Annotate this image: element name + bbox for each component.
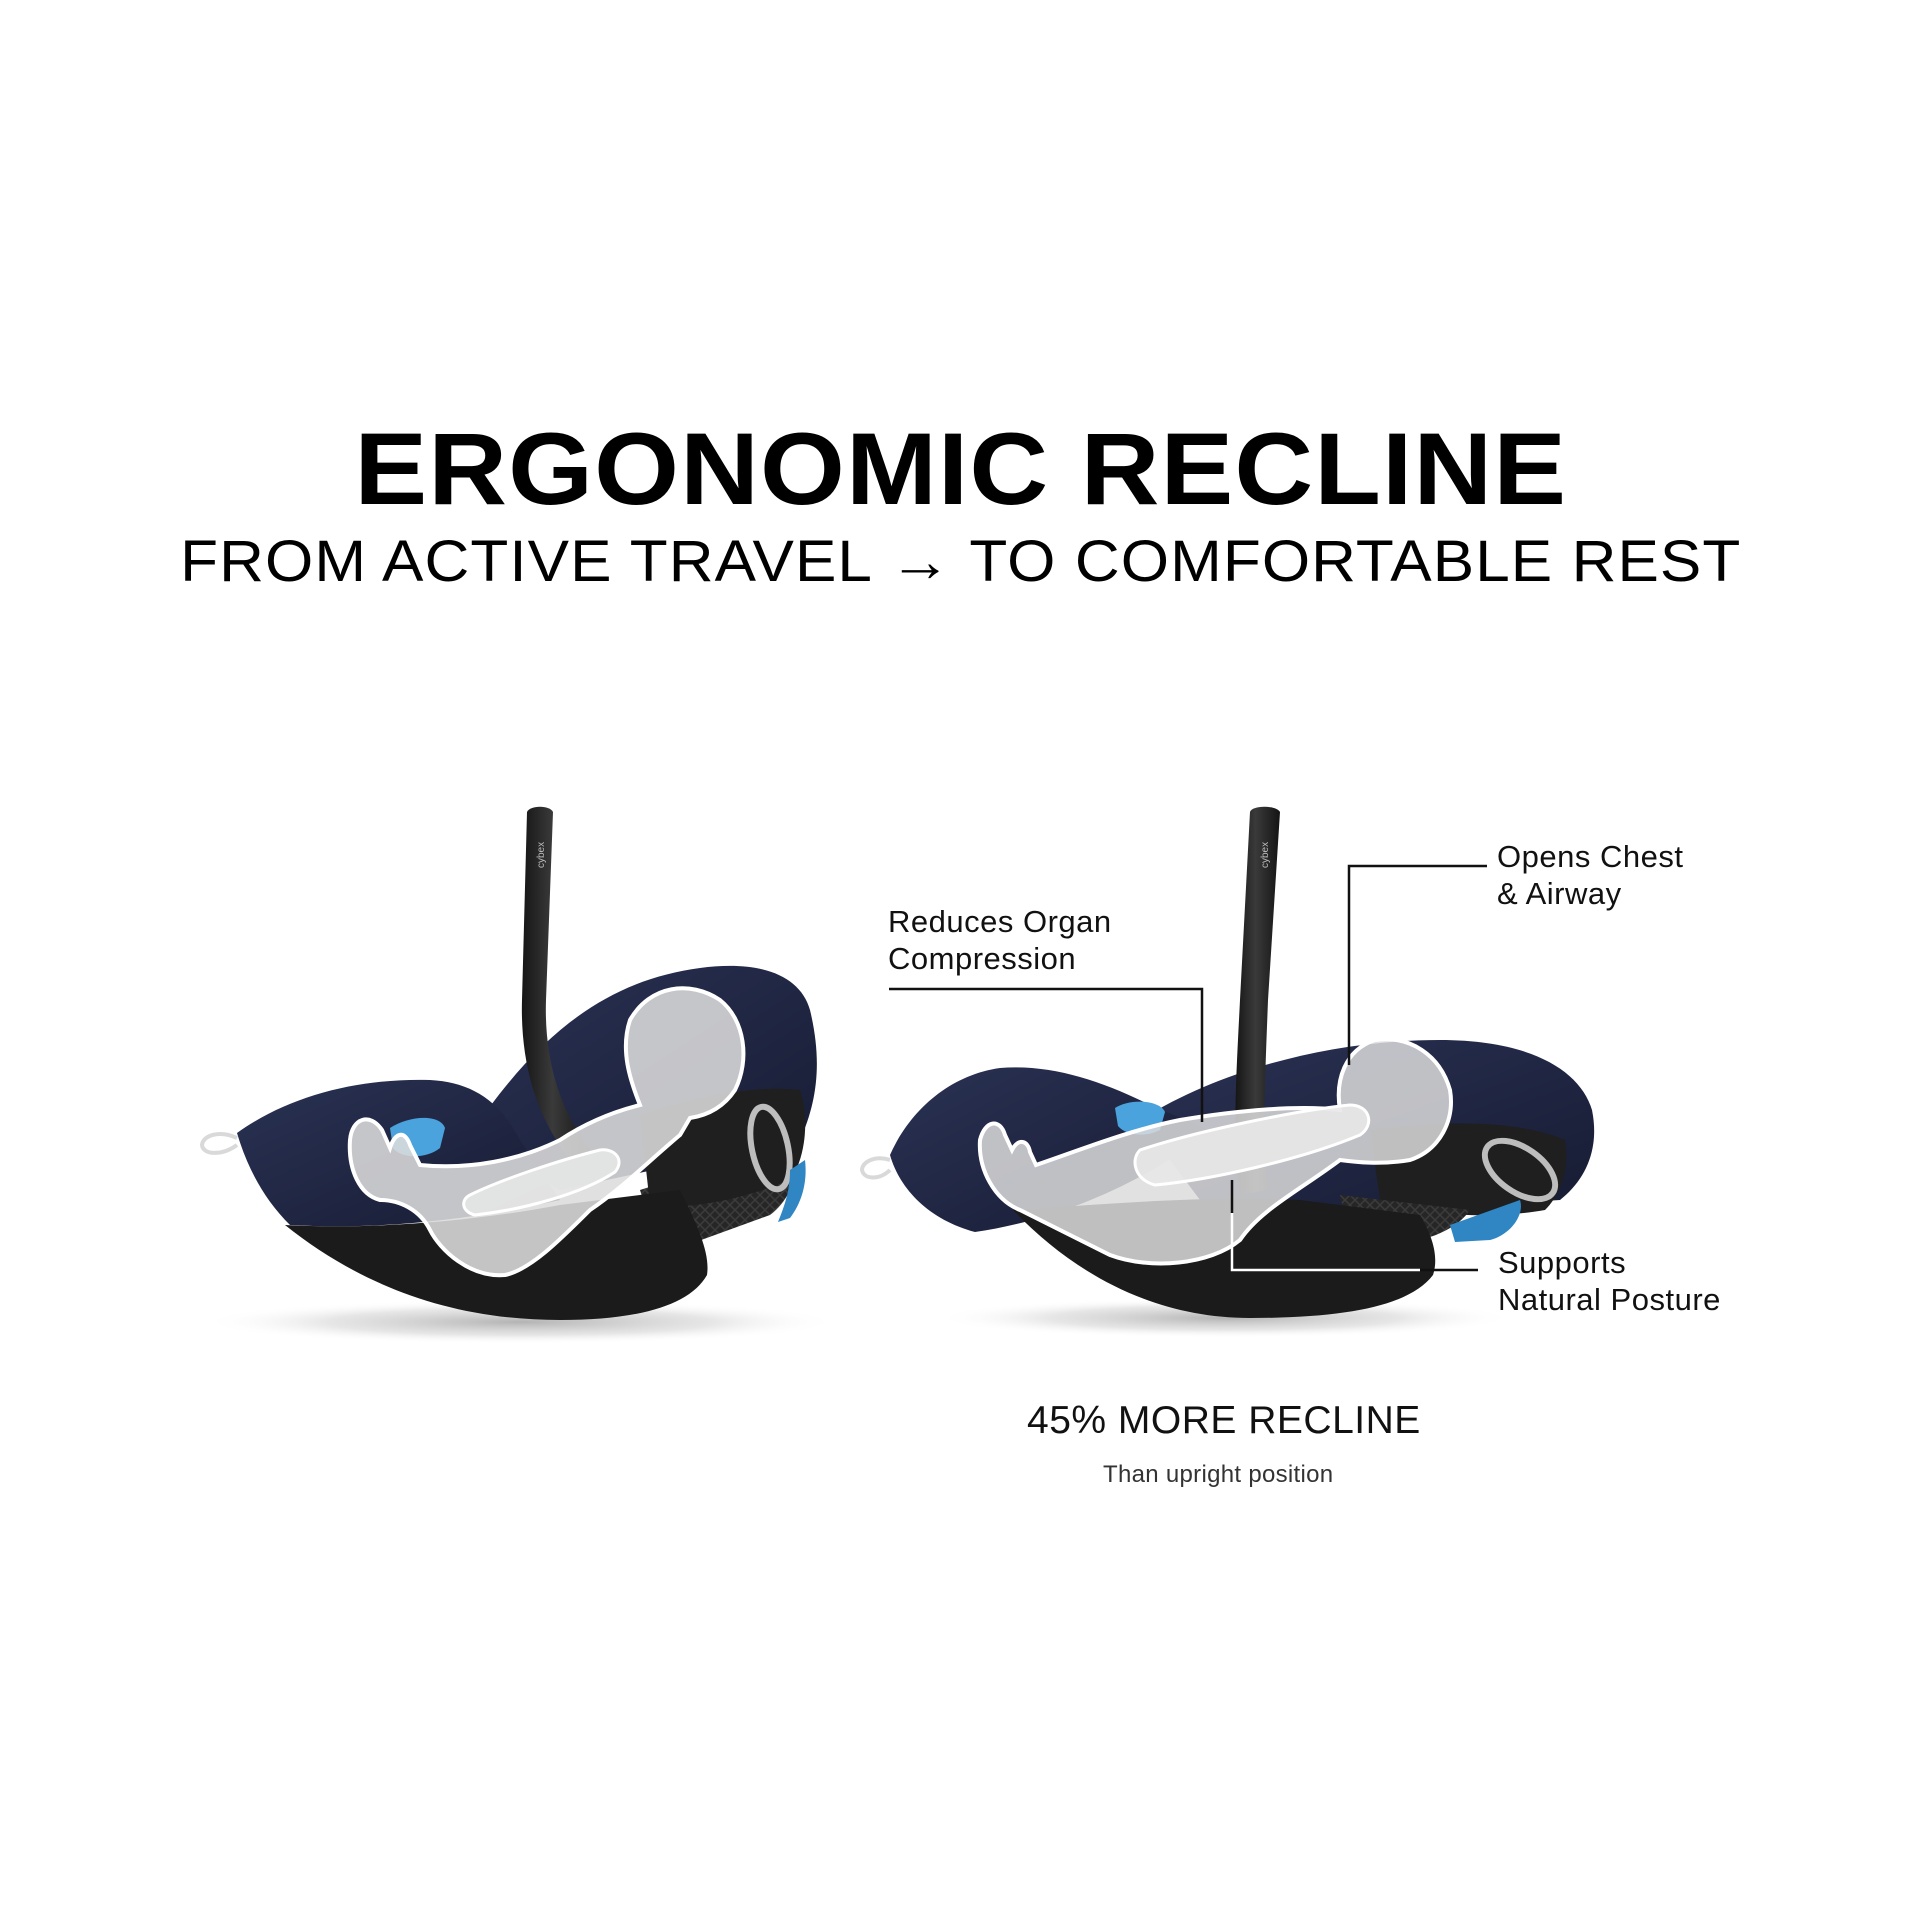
car-seat-reclined: cybex	[859, 806, 1595, 1338]
page-subtitle: FROM ACTIVE TRAVEL → TO COMFORTABLE REST	[180, 529, 1742, 594]
floor-shadow-left	[200, 1300, 840, 1344]
callout-posture-line1: Supports	[1498, 1245, 1627, 1280]
carry-handle-left	[521, 806, 590, 1165]
recline-stat-headline: 45% MORE RECLINE	[1027, 1399, 1421, 1442]
baby-outline-upright	[347, 986, 746, 1278]
carry-loop-right	[859, 1156, 892, 1180]
baby-arm-reclined	[1133, 1103, 1371, 1187]
callout-lines	[889, 864, 1487, 1272]
floor-shadow-right	[935, 1298, 1515, 1338]
recline-stat-caption: Than upright position	[1103, 1461, 1334, 1488]
blue-clip-left	[778, 1160, 806, 1222]
callout-organ-line1: Reduces Organ	[888, 904, 1112, 939]
callout-chest-line1: Opens Chest	[1497, 839, 1684, 874]
callout-line-organ	[889, 987, 1204, 1122]
callout-organ-compression: Reduces Organ Compression	[888, 903, 1112, 977]
carry-loop-left	[199, 1132, 239, 1155]
page-title: ERGONOMIC RECLINE	[354, 412, 1568, 526]
handle-brand-left: cybex	[536, 842, 547, 868]
callout-organ-line2: Compression	[888, 941, 1077, 976]
callout-chest-airway: Opens Chest & Airway	[1497, 838, 1683, 912]
car-seat-upright: cybex	[199, 806, 840, 1344]
callout-line-chest	[1347, 864, 1487, 1065]
head-ring-left	[747, 1103, 793, 1193]
callout-chest-line2: & Airway	[1497, 876, 1622, 911]
callout-posture-line2: Natural Posture	[1498, 1282, 1721, 1317]
baby-arm-upright	[462, 1148, 621, 1217]
handle-brand-right: cybex	[1260, 842, 1271, 868]
callout-natural-posture: Supports Natural Posture	[1498, 1244, 1721, 1318]
blue-clip-right	[1450, 1200, 1521, 1242]
callout-line-posture-light	[1230, 1213, 1420, 1272]
carry-handle-right	[1235, 806, 1280, 1195]
head-ring-right	[1481, 1137, 1559, 1203]
